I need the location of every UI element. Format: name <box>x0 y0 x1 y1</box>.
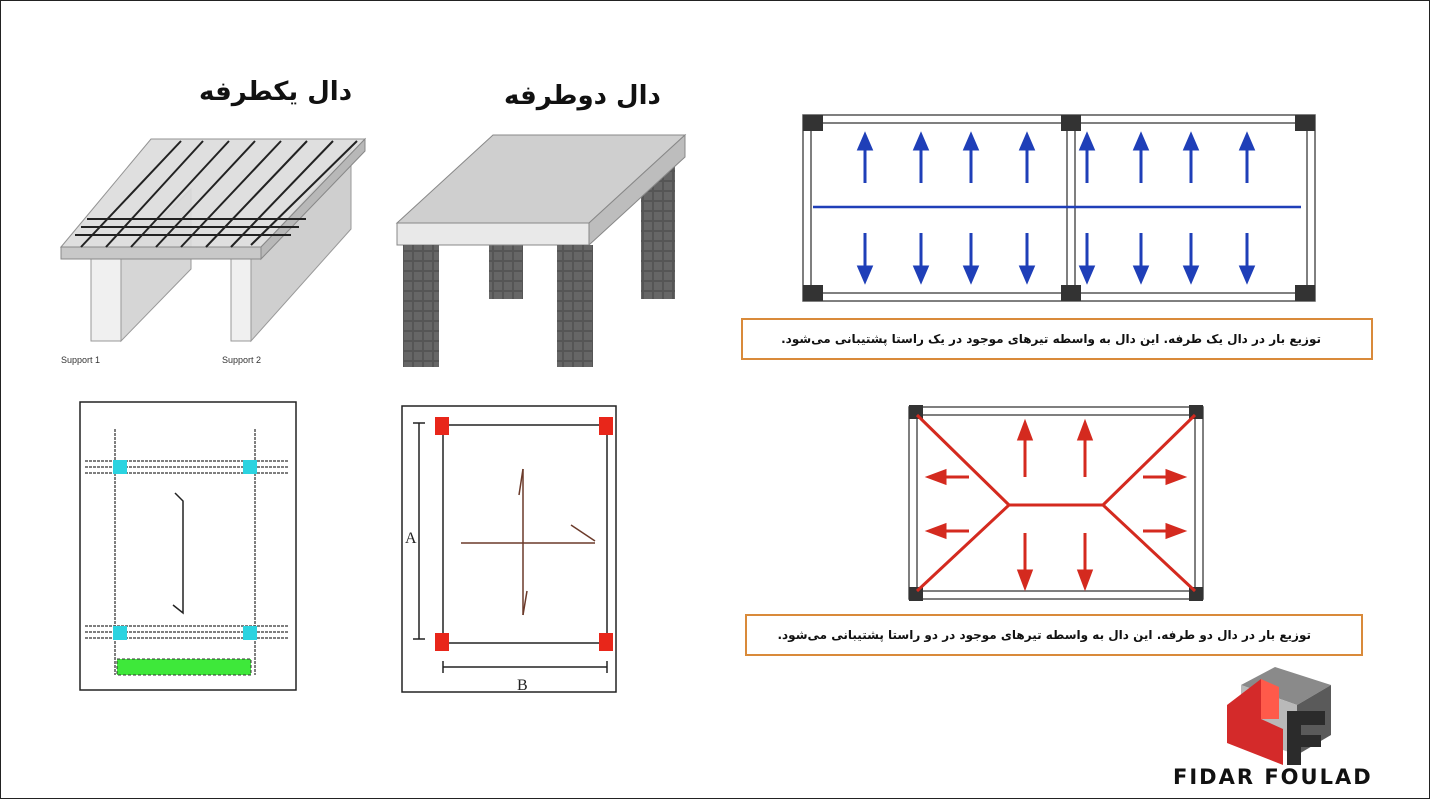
two-way-caption: توزیع بار در دال دو طرفه. این دال به واس… <box>777 628 1311 642</box>
two-way-slab-3d-illustration <box>395 133 687 367</box>
one-way-slab-3d-illustration <box>59 137 367 343</box>
column-red <box>599 417 613 435</box>
one-way-slab-title: دال یکطرفه <box>199 77 353 107</box>
support-1-label: Support 1 <box>61 355 101 365</box>
beam-column-node <box>243 626 257 640</box>
one-way-slab-plan <box>79 401 297 691</box>
two-way-caption-box: توزیع بار در دال دو طرفه. این دال به واس… <box>745 614 1363 656</box>
one-way-load-distribution-diagram <box>802 114 1316 302</box>
beam-column-node <box>113 626 127 640</box>
one-way-caption-box: توزیع بار در دال یک طرفه. این دال به واس… <box>741 318 1373 360</box>
two-way-load-distribution-diagram <box>908 405 1204 601</box>
dimension-a-label: A <box>405 530 417 547</box>
beam-column-node <box>113 460 127 474</box>
two-way-slab-title: دال دوطرفه <box>504 81 661 111</box>
column-red <box>599 633 613 651</box>
beam-column-node <box>243 460 257 474</box>
one-way-load-arrow <box>172 492 184 615</box>
column-red <box>435 417 449 435</box>
fidar-foulad-logo-icon <box>1227 667 1331 765</box>
dimension-b-label: B <box>517 677 528 694</box>
column-red <box>435 633 449 651</box>
support-strip <box>116 658 252 676</box>
one-way-caption: توزیع بار در دال یک طرفه. این دال به واس… <box>781 332 1321 346</box>
fidar-foulad-logo-text: FIDAR FOULAD <box>1173 765 1373 789</box>
two-way-slab-plan: A B <box>401 405 617 694</box>
support-2-label: Support 2 <box>222 355 262 365</box>
